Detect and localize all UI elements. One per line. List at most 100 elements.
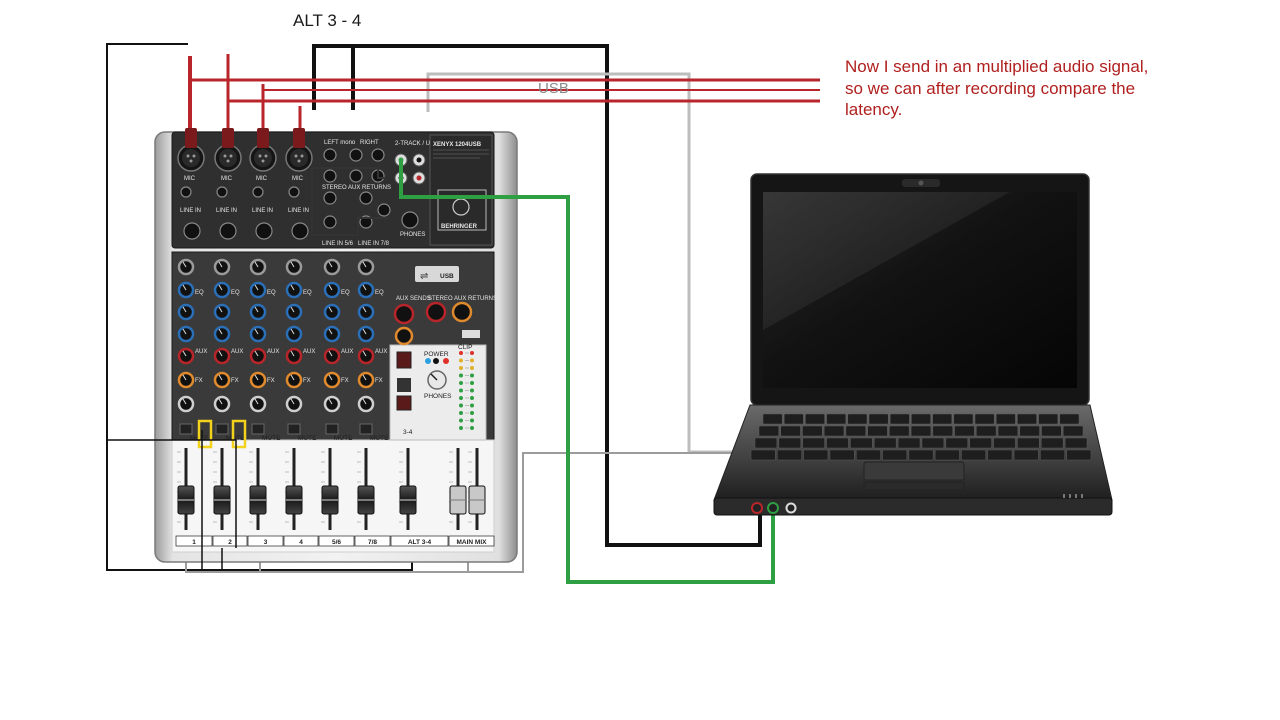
keyboard-key[interactable]	[945, 437, 968, 449]
keyboard-key[interactable]	[1019, 425, 1040, 437]
keyboard-key[interactable]	[754, 437, 778, 449]
strip-aux-label: AUX	[267, 349, 279, 355]
laptop-keyboard	[750, 413, 1092, 461]
mixer: MIC MIC MIC MIC LINE IN LINE IN LINE IN …	[154, 128, 518, 563]
strip-aux-label: AUX	[231, 349, 243, 355]
clip-label: CLIP	[458, 344, 472, 351]
keyboard-key[interactable]	[932, 425, 953, 437]
keyboard-key[interactable]	[874, 437, 897, 449]
keyboard-key[interactable]	[826, 437, 849, 449]
brand-label: BEHRINGER	[441, 224, 478, 230]
keyboard-key[interactable]	[1040, 449, 1065, 461]
mute-label: MUTE	[298, 435, 317, 442]
keyboard-key[interactable]	[1013, 449, 1039, 461]
cables-front	[107, 160, 775, 584]
keyboard-key[interactable]	[805, 413, 825, 425]
mute-button[interactable]	[215, 423, 229, 435]
laptop-screen	[763, 192, 1077, 388]
note-line-3: latency.	[845, 100, 903, 119]
mute-label: MUTE	[370, 435, 389, 442]
keyboard-key[interactable]	[826, 413, 847, 425]
master-section: POWER PHONES CLIP	[396, 344, 474, 430]
keyboard-key[interactable]	[908, 449, 934, 461]
keyboard-key[interactable]	[1041, 437, 1064, 449]
status-leds	[1063, 494, 1083, 498]
keyboard-key[interactable]	[802, 425, 823, 437]
keyboard-key[interactable]	[855, 449, 881, 461]
keyboard-key[interactable]	[783, 413, 804, 425]
keyboard-key[interactable]	[778, 437, 801, 449]
keyboard-key[interactable]	[750, 449, 776, 461]
keyboard-key[interactable]	[829, 449, 855, 461]
keyboard-key[interactable]	[823, 425, 845, 437]
mute-label: MUTE	[226, 435, 245, 442]
keyboard-key[interactable]	[882, 449, 908, 461]
strip-eq-label: EQ	[341, 290, 350, 296]
keyboard-key[interactable]	[1038, 413, 1059, 425]
keyboard-key[interactable]	[1063, 425, 1084, 437]
keyboard-key[interactable]	[1017, 413, 1037, 425]
keyboard-key[interactable]	[997, 425, 1019, 437]
mic-label-1: MIC	[184, 176, 196, 182]
keyboard-key[interactable]	[921, 437, 945, 449]
channel-label: 1	[192, 539, 196, 546]
keyboard-key[interactable]	[1059, 413, 1080, 425]
channel-label: 3	[264, 539, 268, 546]
usb-badge-label: USB	[440, 273, 454, 280]
keyboard-key[interactable]	[954, 425, 975, 437]
keyboard-key[interactable]	[780, 425, 801, 437]
keyboard-key[interactable]	[1041, 425, 1062, 437]
keyboard-key[interactable]	[845, 425, 866, 437]
strip-eq-label: EQ	[267, 290, 276, 296]
keyboard-key[interactable]	[969, 437, 992, 449]
keyboard-key[interactable]	[1064, 437, 1088, 449]
keyboard-key[interactable]	[897, 437, 921, 449]
model-label: XENYX 1204USB	[433, 142, 482, 148]
keyboard-key[interactable]	[910, 425, 932, 437]
mute-button[interactable]	[359, 423, 373, 435]
keyboard-key[interactable]	[987, 449, 1013, 461]
keyboard-key[interactable]	[932, 413, 953, 425]
keyboard-key[interactable]	[889, 425, 910, 437]
keyboard-key[interactable]	[850, 437, 873, 449]
keyboard-key[interactable]	[868, 413, 889, 425]
note-line-1: Now I send in an multiplied audio signal…	[845, 57, 1149, 76]
mute-button[interactable]	[179, 423, 193, 435]
strip-aux-label: AUX	[303, 349, 315, 355]
keyboard-key[interactable]	[867, 425, 888, 437]
channel-label: 2	[228, 539, 232, 546]
keyboard-key[interactable]	[1017, 437, 1040, 449]
keyboard-key[interactable]	[802, 437, 825, 449]
mic-label-4: MIC	[292, 176, 304, 182]
keyboard-key[interactable]	[762, 413, 783, 425]
strip-eq-label: EQ	[303, 290, 312, 296]
keyboard-key[interactable]	[934, 449, 960, 461]
alt-3-4-label: ALT 3 - 4	[293, 11, 362, 30]
keyboard-key[interactable]	[953, 413, 974, 425]
keyboard-key[interactable]	[993, 437, 1016, 449]
mute-button[interactable]	[287, 423, 301, 435]
keyboard-key[interactable]	[911, 413, 931, 425]
keyboard-key[interactable]	[1066, 449, 1092, 461]
keyboard-key[interactable]	[847, 413, 868, 425]
keyboard-key[interactable]	[961, 449, 987, 461]
strip-fx-label: FX	[267, 378, 275, 384]
stereo-aux-returns-panel-label: STEREO AUX RETURNS	[428, 296, 497, 302]
mic-label-3: MIC	[256, 176, 268, 182]
keyboard-key[interactable]	[974, 413, 995, 425]
mute-button[interactable]	[325, 423, 339, 435]
keyboard-key[interactable]	[758, 425, 779, 437]
usb-badge: USB ⇌	[415, 266, 459, 282]
keyboard-key[interactable]	[889, 413, 910, 425]
keyboard-key[interactable]	[995, 413, 1016, 425]
laptop-touchpad	[863, 461, 965, 481]
mute-button[interactable]	[251, 423, 265, 435]
keyboard-key[interactable]	[976, 425, 997, 437]
mute-highlight-1	[197, 419, 213, 449]
webcam	[918, 180, 924, 186]
keyboard-key[interactable]	[777, 449, 802, 461]
keyboard-key[interactable]	[803, 449, 829, 461]
note-line-2: so we can after recording compare the	[845, 78, 1136, 98]
